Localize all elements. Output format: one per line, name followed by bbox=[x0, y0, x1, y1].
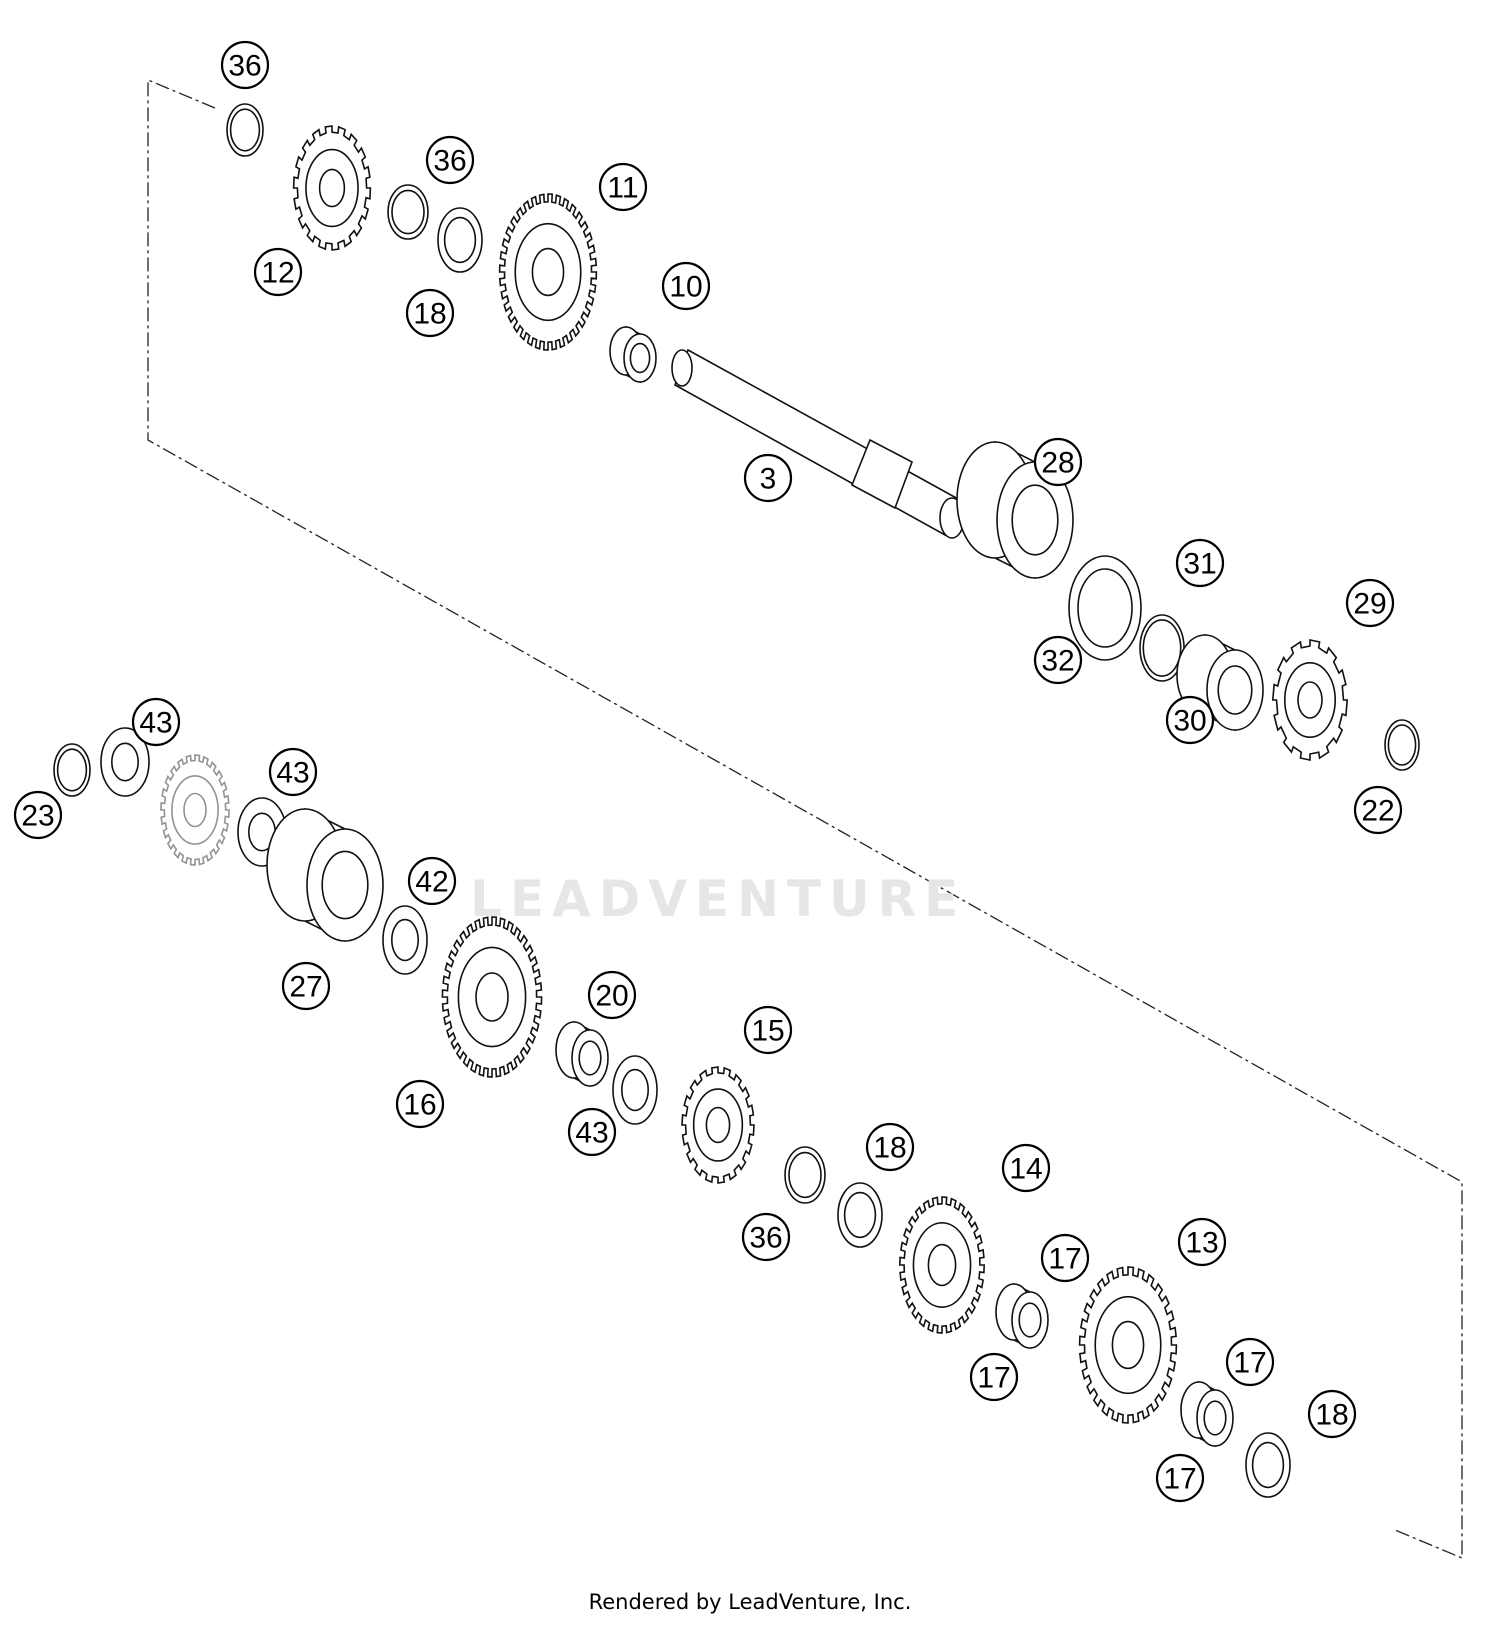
circlip-22 bbox=[1384, 719, 1420, 771]
callout-label: 42 bbox=[415, 866, 448, 899]
callout-28[interactable]: 28 bbox=[1033, 437, 1083, 487]
callout-label: 43 bbox=[276, 757, 309, 790]
bearing-27 bbox=[266, 807, 384, 943]
callout-label: 11 bbox=[607, 172, 638, 205]
callout-17[interactable]: 17 bbox=[1155, 1453, 1205, 1503]
main-shaft-3 bbox=[671, 348, 965, 539]
callout-17[interactable]: 17 bbox=[1225, 1337, 1275, 1387]
callout-label: 22 bbox=[1361, 795, 1394, 828]
callout-42[interactable]: 42 bbox=[407, 856, 457, 906]
callout-10[interactable]: 10 bbox=[661, 261, 711, 311]
callout-label: 14 bbox=[1009, 1153, 1042, 1186]
callout-label: 23 bbox=[21, 800, 54, 833]
callout-36[interactable]: 36 bbox=[425, 135, 475, 185]
callout-16[interactable]: 16 bbox=[395, 1079, 445, 1129]
callout-label: 18 bbox=[873, 1132, 906, 1165]
callout-label: 20 bbox=[595, 980, 628, 1013]
callout-label: 12 bbox=[261, 257, 294, 290]
callout-43[interactable]: 43 bbox=[567, 1107, 617, 1157]
callout-36[interactable]: 36 bbox=[741, 1212, 791, 1262]
callout-label: 36 bbox=[433, 145, 466, 178]
callout-label: 43 bbox=[139, 707, 172, 740]
snap-ring bbox=[226, 103, 264, 157]
callout-12[interactable]: 12 bbox=[253, 247, 303, 297]
callout-32[interactable]: 32 bbox=[1033, 635, 1083, 685]
callout-label: 10 bbox=[669, 271, 702, 304]
callout-label: 3 bbox=[760, 463, 777, 496]
washer-18 bbox=[837, 1182, 883, 1248]
callouts-layer: 36 36 11 12 18 10 3 28 31 29 32 30 22 43 23 43 42 27 20 15 1… bbox=[13, 40, 1403, 1503]
callout-label: 32 bbox=[1041, 645, 1074, 678]
callout-36[interactable]: 36 bbox=[220, 40, 270, 90]
sprocket-29 bbox=[1271, 639, 1349, 761]
callout-3[interactable]: 3 bbox=[743, 453, 793, 503]
washer-42 bbox=[382, 905, 428, 975]
callout-label: 43 bbox=[575, 1117, 608, 1150]
callout-23[interactable]: 23 bbox=[13, 790, 63, 840]
gear-12 bbox=[292, 125, 372, 251]
callout-18[interactable]: 18 bbox=[405, 288, 455, 338]
callout-14[interactable]: 14 bbox=[1001, 1143, 1051, 1193]
washer-18 bbox=[1245, 1432, 1291, 1498]
gear-13 bbox=[1078, 1266, 1178, 1424]
callout-label: 17 bbox=[1163, 1463, 1196, 1496]
assembly-frame-dashed-line bbox=[147, 79, 1463, 1559]
callout-11[interactable]: 11 bbox=[598, 162, 648, 212]
callout-label: 18 bbox=[1315, 1399, 1348, 1432]
callout-label: 27 bbox=[289, 971, 322, 1004]
callout-label: 17 bbox=[977, 1362, 1010, 1395]
callout-18[interactable]: 18 bbox=[865, 1122, 915, 1172]
snap-ring bbox=[387, 184, 429, 240]
bearing-28 bbox=[956, 440, 1074, 580]
callout-label: 28 bbox=[1041, 447, 1074, 480]
callout-label: 36 bbox=[228, 50, 261, 83]
spacer-30 bbox=[1176, 633, 1264, 732]
callout-18[interactable]: 18 bbox=[1307, 1389, 1357, 1439]
needle-bearing-20 bbox=[555, 1020, 609, 1088]
callout-label: 18 bbox=[413, 298, 446, 331]
washer-18 bbox=[437, 207, 483, 273]
washer-43 bbox=[612, 1055, 658, 1125]
parts-layer bbox=[53, 103, 1420, 1498]
gear-11 bbox=[498, 193, 598, 351]
callout-label: 15 bbox=[751, 1015, 784, 1048]
circlip-23 bbox=[53, 743, 91, 797]
watermark-logo: LEADVENTURE bbox=[470, 870, 967, 928]
callout-label: 16 bbox=[403, 1089, 436, 1122]
callout-label: 17 bbox=[1233, 1347, 1266, 1380]
seal-ring-32 bbox=[1068, 555, 1142, 661]
callout-label: 31 bbox=[1183, 548, 1216, 581]
needle-bearing-17 bbox=[995, 1282, 1049, 1350]
callout-43[interactable]: 43 bbox=[131, 697, 181, 747]
callout-29[interactable]: 29 bbox=[1345, 578, 1395, 628]
gear-14 bbox=[898, 1196, 986, 1334]
snap-ring bbox=[784, 1146, 826, 1204]
callout-17[interactable]: 17 bbox=[969, 1352, 1019, 1402]
callout-43[interactable]: 43 bbox=[268, 747, 318, 797]
callout-label: 13 bbox=[1185, 1227, 1218, 1260]
callout-30[interactable]: 30 bbox=[1165, 695, 1215, 745]
gear-lower-faded bbox=[160, 754, 230, 866]
callout-label: 30 bbox=[1173, 705, 1206, 738]
callout-13[interactable]: 13 bbox=[1177, 1217, 1227, 1267]
needle-bearing-17 bbox=[1180, 1380, 1234, 1448]
callout-label: 17 bbox=[1048, 1243, 1081, 1276]
callout-27[interactable]: 27 bbox=[281, 961, 331, 1011]
gear-15 bbox=[681, 1066, 755, 1184]
callout-20[interactable]: 20 bbox=[587, 970, 637, 1020]
callout-31[interactable]: 31 bbox=[1175, 538, 1225, 588]
callout-label: 36 bbox=[749, 1222, 782, 1255]
bushing-10 bbox=[609, 325, 657, 384]
washer-43 bbox=[100, 727, 150, 797]
callout-15[interactable]: 15 bbox=[743, 1005, 793, 1055]
callout-label: 29 bbox=[1353, 588, 1386, 621]
gear-16 bbox=[441, 916, 543, 1078]
callout-22[interactable]: 22 bbox=[1353, 785, 1403, 835]
footer-credit: Rendered by LeadVenture, Inc. bbox=[588, 1590, 912, 1614]
callout-17[interactable]: 17 bbox=[1040, 1233, 1090, 1283]
